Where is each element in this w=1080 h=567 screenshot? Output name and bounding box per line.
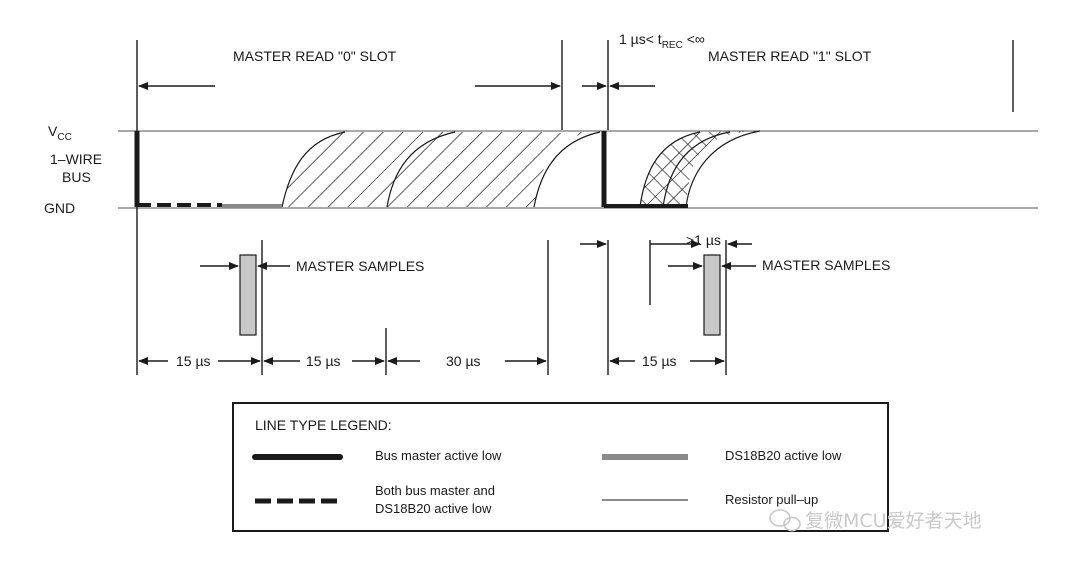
read1-sample-window [703, 254, 721, 336]
duration-4: 15 µs [642, 353, 677, 369]
bus-label-line1: 1–WIRE [50, 151, 102, 167]
bus-label-line2: BUS [62, 169, 91, 185]
legend-ds18b20: DS18B20 active low [725, 448, 842, 463]
legend-title: LINE TYPE LEGEND: [255, 417, 392, 433]
read1-slot-title: MASTER READ "1" SLOT [708, 48, 872, 64]
duration-1: 15 µs [176, 353, 211, 369]
slot-boundaries [136, 40, 1014, 375]
read0-samples-label: MASTER SAMPLES [296, 258, 424, 274]
legend-bus-master: Bus master active low [375, 448, 502, 463]
duration-2: 15 µs [306, 353, 341, 369]
read1-samples-label: MASTER SAMPLES [762, 257, 890, 273]
line-type-legend: LINE TYPE LEGEND: Bus master active low … [232, 402, 889, 532]
watermark: 复微MCU爱好者天地 [769, 509, 982, 532]
read0-sample-window [239, 254, 257, 336]
gt1us-label: >1 µs [686, 232, 721, 248]
legend-both-line2: DS18B20 active low [375, 501, 492, 516]
read0-rise-edge-a [281, 131, 346, 208]
read1-rise-edge-a [639, 131, 701, 208]
vcc-sub: CC [57, 132, 71, 143]
read0-hatched-rise [282, 131, 600, 207]
legend-both-line1: Both bus master and [375, 483, 495, 498]
read1-rise-edge-b [662, 131, 731, 208]
read1-hatched-rise-cross [640, 131, 760, 207]
sample-arrows [200, 240, 756, 270]
read0-rise-edge-b [386, 131, 456, 208]
watermark-text: 复微MCU爱好者天地 [805, 510, 982, 532]
read0-rise-edge-c [533, 131, 601, 208]
vcc-main: V [48, 123, 58, 139]
duration-3: 30 µs [446, 353, 481, 369]
trec-prefix: 1 µs< t [619, 31, 662, 47]
trec-sub: REC [662, 40, 683, 51]
read0-waveform [134, 131, 601, 208]
gnd-label: GND [44, 200, 75, 216]
read1-waveform [601, 130, 761, 208]
vcc-label: VCC [48, 123, 72, 143]
legend-pullup: Resistor pull–up [725, 492, 818, 507]
trec-suffix: <∞ [683, 31, 705, 47]
wechat-icon [769, 509, 801, 532]
trec-label: 1 µs< tREC <∞ [619, 31, 705, 51]
read0-slot-title: MASTER READ "0" SLOT [233, 48, 397, 64]
rail-lines [118, 130, 1038, 209]
read1-rise-edge-c [685, 130, 761, 208]
